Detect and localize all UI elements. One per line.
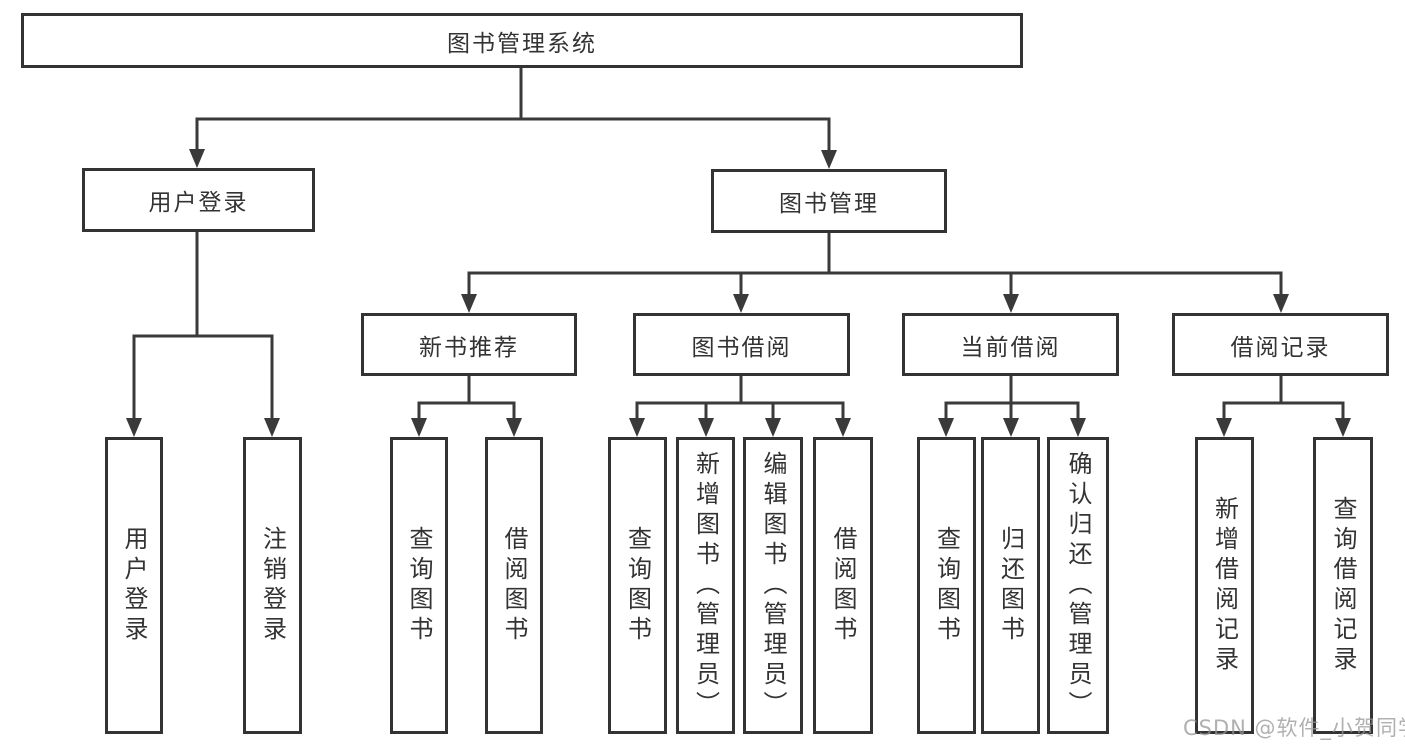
- leaf-cb-query-books-label: 查询图书: [932, 525, 961, 646]
- csdn-watermark: CSDN @软件_小贺同学: [1183, 716, 1405, 740]
- node-current-borrowing: 当前借阅: [902, 313, 1119, 376]
- leaf-bb-query-books: 查询图书: [608, 437, 667, 734]
- leaf-bb-edit-books-admin: 编辑图书（管理员）: [743, 437, 803, 734]
- leaf-logout: 注销登录: [243, 437, 302, 734]
- leaf-br-add-record: 新增借阅记录: [1195, 437, 1254, 734]
- leaf-bb-borrow-books: 借阅图书: [813, 437, 873, 734]
- leaf-rec-borrow-books-label: 借阅图书: [500, 525, 528, 646]
- node-library-system: 图书管理系统: [21, 13, 1023, 68]
- leaf-rec-borrow-books: 借阅图书: [485, 437, 543, 734]
- leaf-rec-query-books-label: 查询图书: [405, 525, 433, 646]
- leaf-bb-borrow-books-label: 借阅图书: [829, 525, 857, 646]
- node-new-book-recommend: 新书推荐: [361, 313, 577, 376]
- leaf-bb-add-books-admin-label: 新增图书（管理员）: [691, 450, 720, 721]
- leaf-br-query-record-label: 查询借阅记录: [1329, 495, 1357, 676]
- node-book-borrowing: 图书借阅: [633, 313, 850, 376]
- node-user-login-label: 用户登录: [148, 190, 249, 216]
- leaf-cb-confirm-return-admin-label: 确认归还（管理员）: [1064, 450, 1092, 721]
- node-book-borrowing-label: 图书借阅: [691, 334, 792, 361]
- leaf-cb-return-books-label: 归还图书: [996, 525, 1025, 646]
- leaf-br-add-record-label: 新增借阅记录: [1210, 495, 1239, 676]
- leaf-rec-query-books: 查询图书: [390, 437, 448, 734]
- node-borrow-records-label: 借阅记录: [1230, 334, 1331, 361]
- leaf-user-login-label: 用户登录: [120, 525, 148, 646]
- leaf-br-query-record: 查询借阅记录: [1313, 437, 1373, 734]
- node-book-management-label: 图书管理: [779, 191, 879, 217]
- node-book-management: 图书管理: [711, 169, 947, 233]
- node-library-system-label: 图书管理系统: [447, 30, 597, 57]
- leaf-bb-add-books-admin: 新增图书（管理员）: [676, 437, 735, 734]
- node-user-login: 用户登录: [82, 168, 315, 232]
- leaf-bb-query-books-label: 查询图书: [623, 525, 652, 646]
- leaf-user-login: 用户登录: [105, 437, 163, 734]
- leaf-cb-query-books: 查询图书: [917, 437, 976, 734]
- node-current-borrowing-label: 当前借阅: [960, 334, 1061, 361]
- leaf-cb-return-books: 归还图书: [981, 437, 1040, 734]
- node-new-book-recommend-label: 新书推荐: [419, 334, 519, 361]
- leaf-cb-confirm-return-admin: 确认归还（管理员）: [1047, 437, 1109, 734]
- leaf-logout-label: 注销登录: [258, 525, 287, 646]
- node-borrow-records: 借阅记录: [1172, 313, 1389, 376]
- leaf-bb-edit-books-admin-label: 编辑图书（管理员）: [759, 450, 787, 721]
